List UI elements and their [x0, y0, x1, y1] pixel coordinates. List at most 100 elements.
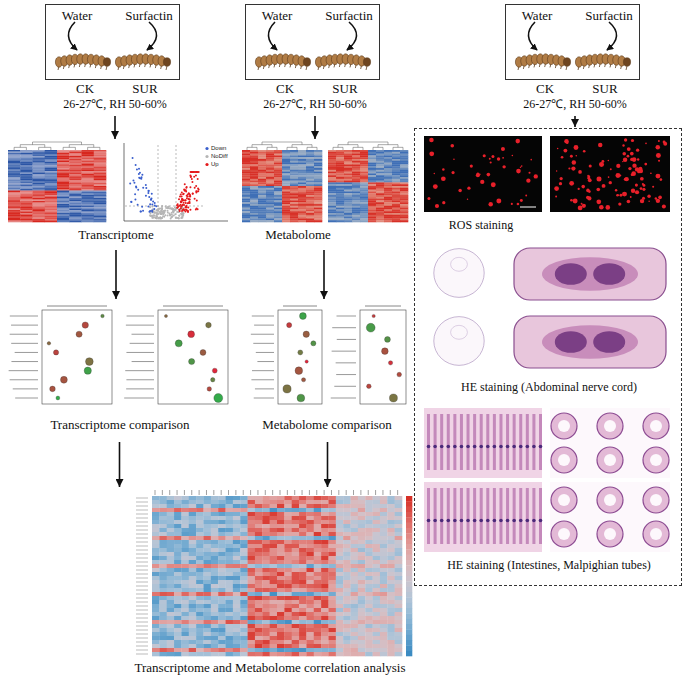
illustration-part [298, 181, 306, 183]
illustration-part [172, 208, 174, 210]
illustration-part [397, 490, 398, 495]
illustration-part [298, 188, 306, 190]
illustration-part [274, 163, 282, 165]
illustration-part [170, 217, 172, 219]
illustration-part [191, 181, 193, 183]
illustration-part [274, 161, 282, 163]
illustration-part [187, 210, 189, 212]
illustration-part [392, 197, 400, 199]
illustration-part [163, 58, 170, 66]
illustration-part [360, 188, 368, 190]
illustration-part [336, 200, 344, 202]
illustration-part [376, 199, 384, 201]
illustration-part [566, 66, 567, 70]
illustration-part [321, 504, 329, 508]
illustration-part [298, 190, 306, 192]
illustration-part [392, 170, 400, 172]
illustration-part [243, 490, 244, 495]
illustration-part [344, 181, 352, 183]
illustration-part [344, 177, 352, 179]
illustration-part [299, 496, 307, 500]
illustration-part [328, 164, 336, 166]
illustration-part [148, 196, 150, 198]
illustration-part [188, 198, 190, 200]
illustration-part [129, 183, 131, 185]
illustration-part [314, 152, 322, 154]
illustration-part [184, 189, 186, 191]
illustration-part [298, 157, 306, 159]
illustration-part [352, 188, 360, 190]
illustration-part [336, 220, 344, 222]
illustration-part [328, 211, 336, 213]
illustration-part [282, 209, 290, 211]
illustration-part [290, 191, 298, 193]
illustration-part [336, 179, 344, 181]
illustration-part [376, 188, 384, 190]
illustration-part [158, 208, 160, 210]
illustration-part [390, 490, 391, 495]
illustration-part [134, 198, 136, 200]
illustration-part [314, 195, 322, 197]
illustration-part [195, 192, 197, 194]
illustration-part [192, 193, 194, 195]
illustration-part [270, 500, 278, 504]
illustration-part [126, 388, 154, 389]
illustration-part [316, 490, 317, 495]
illustration-part [136, 602, 148, 603]
illustration-part [392, 157, 400, 159]
illustration-part [136, 654, 148, 655]
illustration-part [242, 218, 250, 220]
illustration-part [392, 213, 400, 215]
illustration-part [392, 182, 400, 184]
illustration-part [368, 200, 376, 202]
illustration-part [242, 204, 250, 206]
illustration-part [360, 490, 361, 495]
illustration-part [168, 205, 170, 207]
enrichment-dotplot [124, 306, 228, 404]
illustration-part [142, 187, 144, 189]
illustration-part [136, 610, 148, 611]
illustration-part [360, 179, 368, 181]
illustration-part [233, 500, 241, 504]
illustration-part [344, 157, 352, 159]
illustration-part [306, 193, 314, 195]
illustration-part [136, 578, 148, 579]
illustration-part [352, 155, 360, 157]
enrichment-dotplot [251, 306, 322, 404]
illustration-part [373, 504, 381, 508]
illustration-part [11, 343, 38, 344]
illustration-part [314, 500, 322, 504]
illustration-part [368, 157, 376, 159]
illustration-part [247, 147, 257, 150]
illustration-part [352, 204, 360, 206]
illustration-part [392, 193, 400, 195]
illustration-part [47, 306, 107, 307]
illustration-part [195, 208, 197, 210]
illustration-part [328, 150, 336, 152]
illustration-part [290, 166, 298, 168]
illustration-part [392, 184, 400, 186]
illustration-part [358, 496, 366, 500]
curved-arrow [147, 22, 157, 50]
illustration-part [376, 213, 384, 215]
illustration-part [181, 496, 189, 500]
illustration-part [344, 213, 352, 215]
illustration-part [136, 514, 148, 515]
illustration-part [306, 218, 314, 220]
illustration-part [181, 508, 189, 512]
illustration-part [298, 193, 306, 195]
illustration-part [352, 208, 360, 210]
illustration-part [344, 163, 352, 165]
illustration-part [352, 215, 360, 217]
illustration-part [282, 191, 290, 193]
illustration-part [233, 504, 241, 508]
illustration-part [306, 186, 314, 188]
illustration-part [290, 217, 298, 219]
illustration-part [266, 209, 274, 211]
illustration-part [314, 170, 322, 172]
illustration-part [384, 190, 392, 192]
illustration-part [368, 211, 376, 213]
illustration-part [151, 204, 153, 206]
illustration-part [152, 496, 160, 500]
illustration-part [298, 208, 306, 210]
